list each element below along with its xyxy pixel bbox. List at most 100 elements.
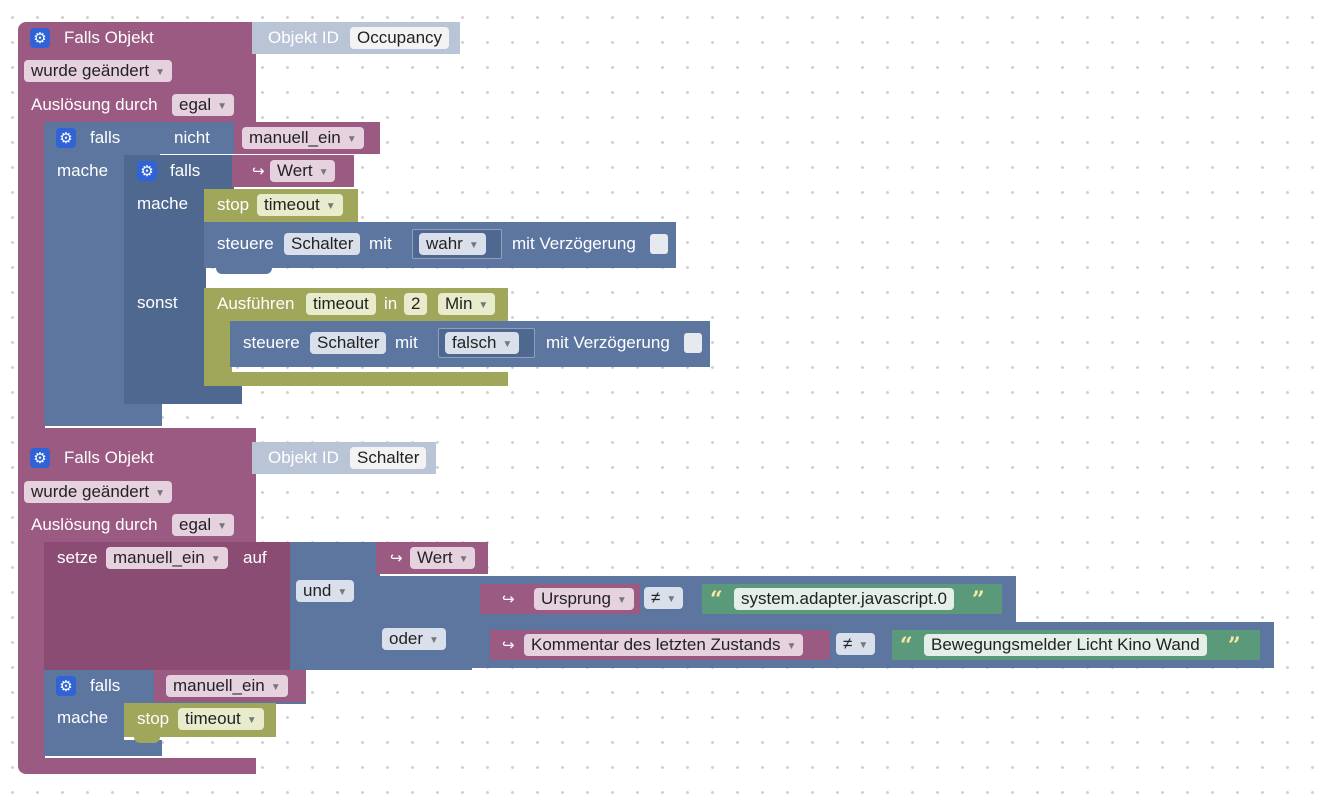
- timeout-unit-dropdown[interactable]: Min▼: [438, 293, 496, 315]
- chevron-down-icon: ▼: [346, 134, 357, 145]
- origin-text: Ursprung: [541, 589, 611, 608]
- target-object-dropdown[interactable]: Schalter: [284, 233, 361, 255]
- settings-gear-icon[interactable]: [56, 676, 76, 696]
- text-value-2[interactable]: Bewegungsmelder Licht Kino Wand: [924, 634, 1207, 656]
- return-arrow-icon: ↪: [502, 590, 515, 608]
- bool-dropdown[interactable]: wahr▼: [419, 233, 486, 255]
- bool-block[interactable]: wahr▼: [412, 229, 502, 259]
- if-block-2-footer: [124, 386, 242, 404]
- value-block[interactable]: ↪ Wert▼: [376, 542, 488, 574]
- value-block[interactable]: ↪ Wert ▼: [232, 155, 354, 187]
- variable-block[interactable]: manuell_ein▼: [154, 670, 306, 702]
- settings-gear-icon[interactable]: [30, 28, 50, 48]
- settings-gear-icon[interactable]: [137, 161, 157, 181]
- origin-block[interactable]: ↪ Ursprung▼: [480, 584, 640, 614]
- variable-dropdown[interactable]: manuell_ein▼: [166, 675, 288, 697]
- stop-var-dropdown[interactable]: timeout▼: [178, 708, 264, 730]
- bool-block[interactable]: falsch▼: [438, 328, 535, 358]
- set-var-text: manuell_ein: [113, 548, 205, 567]
- stop-var-text: timeout: [264, 195, 320, 214]
- event-changed-dropdown[interactable]: wurde geändert▼: [24, 481, 173, 503]
- object-id-label: Objekt ID: [268, 448, 339, 467]
- operator-dropdown[interactable]: ≠▼: [644, 587, 684, 609]
- trigger-label: Auslösung durch: [31, 95, 158, 114]
- if-label: falls: [90, 676, 121, 695]
- stop-timeout-block[interactable]: stop timeout▼: [204, 189, 358, 222]
- operator-text: ≠: [843, 634, 853, 653]
- target-object-dropdown[interactable]: Schalter: [310, 332, 387, 354]
- and-text: und: [303, 581, 332, 600]
- settings-gear-icon[interactable]: [56, 128, 76, 148]
- timeout-block-spine: [204, 320, 232, 376]
- variable-block[interactable]: manuell_ein ▼: [234, 122, 380, 154]
- trigger-source-text: egal: [179, 515, 212, 534]
- event-changed-dropdown[interactable]: wurde geändert▼: [24, 60, 173, 82]
- chevron-down-icon: ▼: [155, 488, 166, 499]
- and-block[interactable]: und▼: [290, 542, 380, 670]
- stop-var-text: timeout: [185, 709, 241, 728]
- not-block[interactable]: nicht: [158, 122, 242, 154]
- not-label: nicht: [174, 128, 210, 147]
- text-block-2[interactable]: “ Bewegungsmelder Licht Kino Wand ”: [892, 630, 1260, 660]
- bool-text: wahr: [426, 234, 463, 253]
- delay-label: mit Verzögerung: [512, 234, 636, 253]
- and-dropdown[interactable]: und▼: [296, 580, 355, 602]
- object-id-value[interactable]: Schalter: [350, 447, 427, 469]
- set-variable-block[interactable]: setze manuell_ein▼ auf: [44, 542, 292, 670]
- delay-checkbox[interactable]: [650, 234, 668, 254]
- set-var-dropdown[interactable]: manuell_ein▼: [106, 547, 228, 569]
- delay-checkbox[interactable]: [684, 333, 702, 353]
- control-block-notch: [216, 266, 272, 274]
- value-text: Wert: [277, 161, 313, 180]
- compare-block-2[interactable]: ↪ Kommentar des letzten Zustands▼ ≠▼ “ B…: [468, 622, 1274, 668]
- value-dropdown[interactable]: Wert▼: [410, 547, 476, 569]
- trigger-block-1-footer: [18, 428, 256, 444]
- comment-text: Kommentar des letzten Zustands: [531, 635, 781, 654]
- operator-text: ≠: [651, 588, 661, 607]
- trigger-header: Falls Objekt: [64, 28, 154, 47]
- if-label: falls: [170, 161, 201, 180]
- chevron-down-icon: ▼: [217, 101, 228, 112]
- chevron-down-icon: ▼: [325, 201, 336, 212]
- control-block-false[interactable]: steuere Schalter mit falsch▼ mit Verzöge…: [230, 321, 710, 367]
- close-quote-icon: ”: [1228, 633, 1241, 659]
- or-dropdown[interactable]: oder▼: [382, 628, 446, 650]
- timeout-block[interactable]: Ausführen timeout in 2 Min▼: [204, 288, 508, 322]
- trigger-block-2-spine: [18, 540, 45, 762]
- stop-timeout-block[interactable]: stop timeout▼: [124, 703, 276, 737]
- trigger-source-dropdown[interactable]: egal▼: [172, 94, 235, 116]
- trigger-block-2-footer: [18, 758, 256, 774]
- control-label: steuere: [217, 234, 274, 253]
- if-block-1-spine: [44, 154, 124, 408]
- settings-gear-icon[interactable]: [30, 448, 50, 468]
- variable-text: manuell_ein: [249, 128, 341, 147]
- object-id-value[interactable]: Occupancy: [350, 27, 450, 49]
- return-arrow-icon: ↪: [252, 162, 265, 180]
- value-dropdown[interactable]: Wert ▼: [270, 160, 336, 182]
- open-quote-icon: “: [900, 633, 913, 659]
- comment-block[interactable]: ↪ Kommentar des letzten Zustands▼: [490, 630, 830, 660]
- chevron-down-icon: ▼: [318, 167, 329, 178]
- text-block-1[interactable]: “ system.adapter.javascript.0 ”: [702, 584, 1002, 614]
- control-block-true[interactable]: steuere Schalter mit wahr▼ mit Verzögeru…: [204, 222, 676, 268]
- set-label: setze: [57, 548, 98, 567]
- trigger-source-dropdown[interactable]: egal▼: [172, 514, 235, 536]
- open-quote-icon: “: [710, 587, 723, 613]
- or-block[interactable]: oder▼: [376, 576, 472, 670]
- timeout-amount[interactable]: 2: [404, 293, 428, 315]
- variable-dropdown[interactable]: manuell_ein ▼: [242, 127, 364, 149]
- object-id-block[interactable]: Objekt ID Occupancy: [252, 22, 460, 54]
- origin-dropdown[interactable]: Ursprung▼: [534, 588, 634, 610]
- object-id-block[interactable]: Objekt ID Schalter: [252, 442, 436, 474]
- run-label: Ausführen: [217, 294, 295, 313]
- timeout-var[interactable]: timeout: [306, 293, 376, 315]
- compare-block-1[interactable]: ↪ Ursprung▼ ≠▼ “ system.adapter.javascri…: [468, 576, 1016, 622]
- bool-dropdown[interactable]: falsch▼: [445, 332, 520, 354]
- operator-dropdown[interactable]: ≠▼: [836, 633, 876, 655]
- mache-label: mache: [57, 161, 109, 180]
- chevron-down-icon: ▼: [155, 67, 166, 78]
- mache-label: mache: [137, 194, 189, 213]
- stop-var-dropdown[interactable]: timeout ▼: [257, 194, 343, 216]
- comment-dropdown[interactable]: Kommentar des letzten Zustands▼: [524, 634, 804, 656]
- text-value-1[interactable]: system.adapter.javascript.0: [734, 588, 954, 610]
